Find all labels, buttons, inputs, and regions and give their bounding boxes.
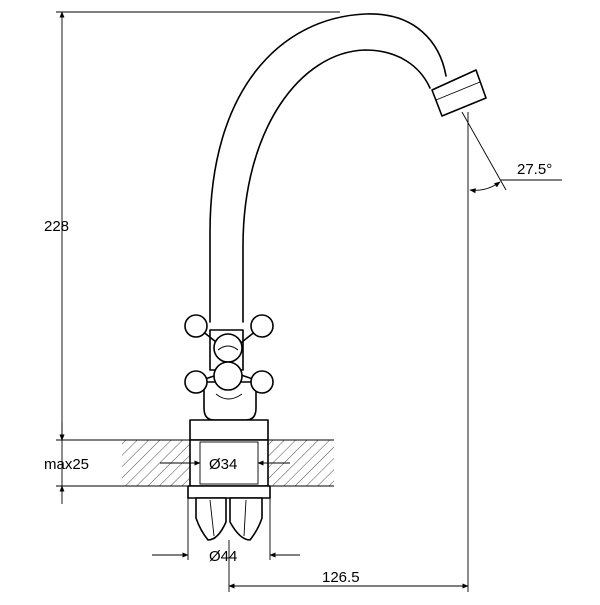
base-diameter-dimension: Ø44 (152, 498, 300, 565)
angle-label: 27.5° (517, 161, 552, 178)
reach-dimension: 126.5 (228, 112, 469, 592)
thickness-dimension: max25 (44, 422, 122, 504)
angle-dimension: 27.5° (461, 111, 562, 194)
reach-label: 126.5 (322, 569, 360, 586)
hole-diameter-dimension: Ø34 (160, 456, 290, 473)
base-diameter-label: Ø44 (209, 548, 237, 565)
height-dimension: 228 (44, 11, 340, 441)
thickness-label: max25 (44, 456, 89, 473)
upper-cross-handle (184, 314, 274, 363)
lower-cross-handle (184, 361, 274, 400)
mounting-nuts (195, 497, 263, 541)
height-label: 228 (44, 218, 69, 235)
aerator (431, 69, 487, 117)
hole-diameter-label: Ø34 (209, 456, 237, 473)
spout (209, 13, 447, 323)
